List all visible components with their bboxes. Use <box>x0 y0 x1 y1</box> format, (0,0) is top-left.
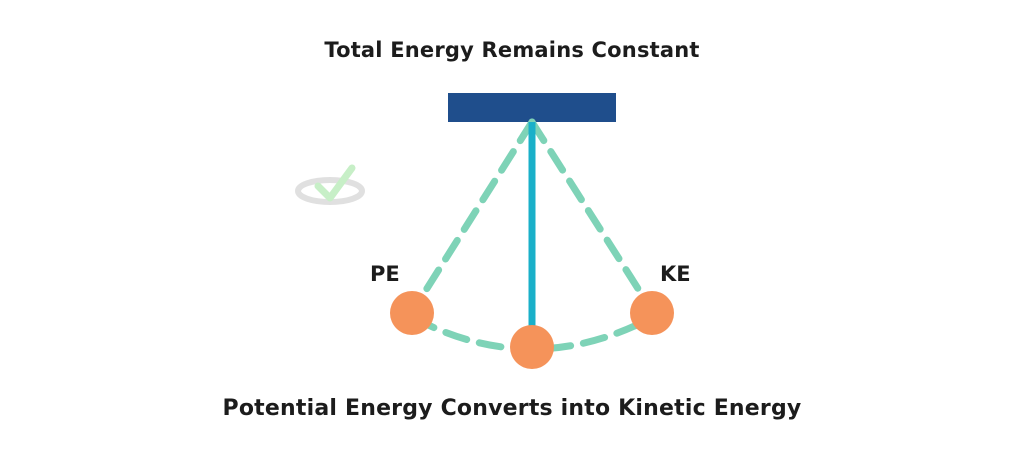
pe-label: PE <box>370 262 400 286</box>
check-icon <box>295 164 365 205</box>
ke-label: KE <box>660 262 691 286</box>
bob-right <box>630 291 674 335</box>
left-swing-path <box>410 118 536 313</box>
bob-center <box>510 325 554 369</box>
right-swing-path <box>528 118 655 313</box>
diagram-title: Total Energy Remains Constant <box>324 38 700 62</box>
diagram-caption: Potential Energy Converts into Kinetic E… <box>222 396 802 421</box>
bob-left <box>390 291 434 335</box>
pendulum-support <box>448 93 616 122</box>
